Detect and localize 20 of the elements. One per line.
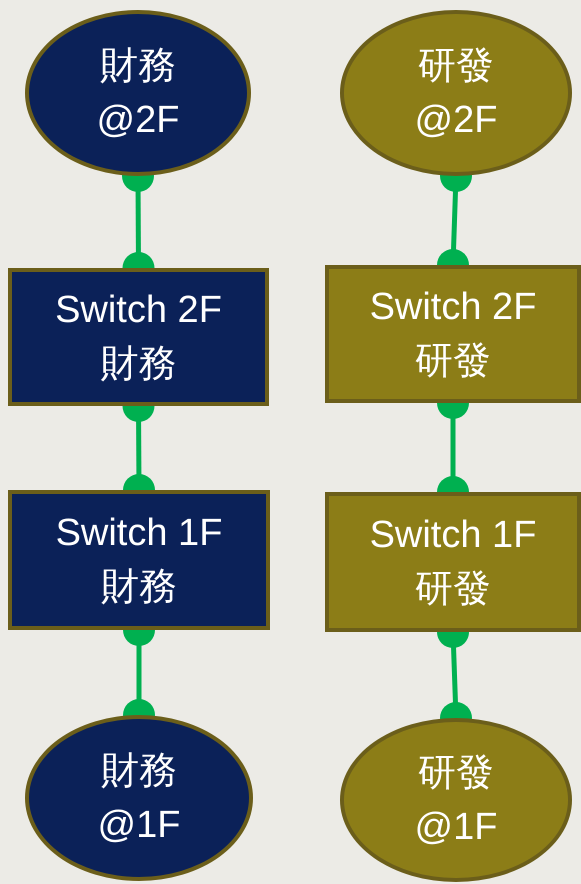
node-label: 財務: [100, 44, 176, 89]
node-label: Switch 2F: [370, 285, 536, 330]
node-label: @1F: [414, 805, 498, 850]
node-label: @1F: [98, 803, 180, 848]
switch-box: [8, 490, 270, 630]
node-label: @2F: [414, 98, 498, 143]
node-label: 研發: [418, 44, 494, 89]
node-label: 財務: [101, 749, 177, 794]
switch-box: [325, 265, 581, 403]
switch-box: [8, 268, 269, 406]
node-label: @2F: [96, 98, 180, 143]
node-label: 財務: [101, 565, 177, 610]
node-label: Switch 2F: [55, 288, 222, 333]
switch-box: [325, 492, 581, 632]
node-label: Switch 1F: [370, 513, 536, 558]
node-label: 研發: [418, 751, 494, 796]
node-label: 研發: [415, 567, 491, 612]
node-label: Switch 1F: [56, 511, 222, 556]
node-label: 財務: [100, 342, 176, 387]
node-label: 研發: [415, 339, 491, 384]
